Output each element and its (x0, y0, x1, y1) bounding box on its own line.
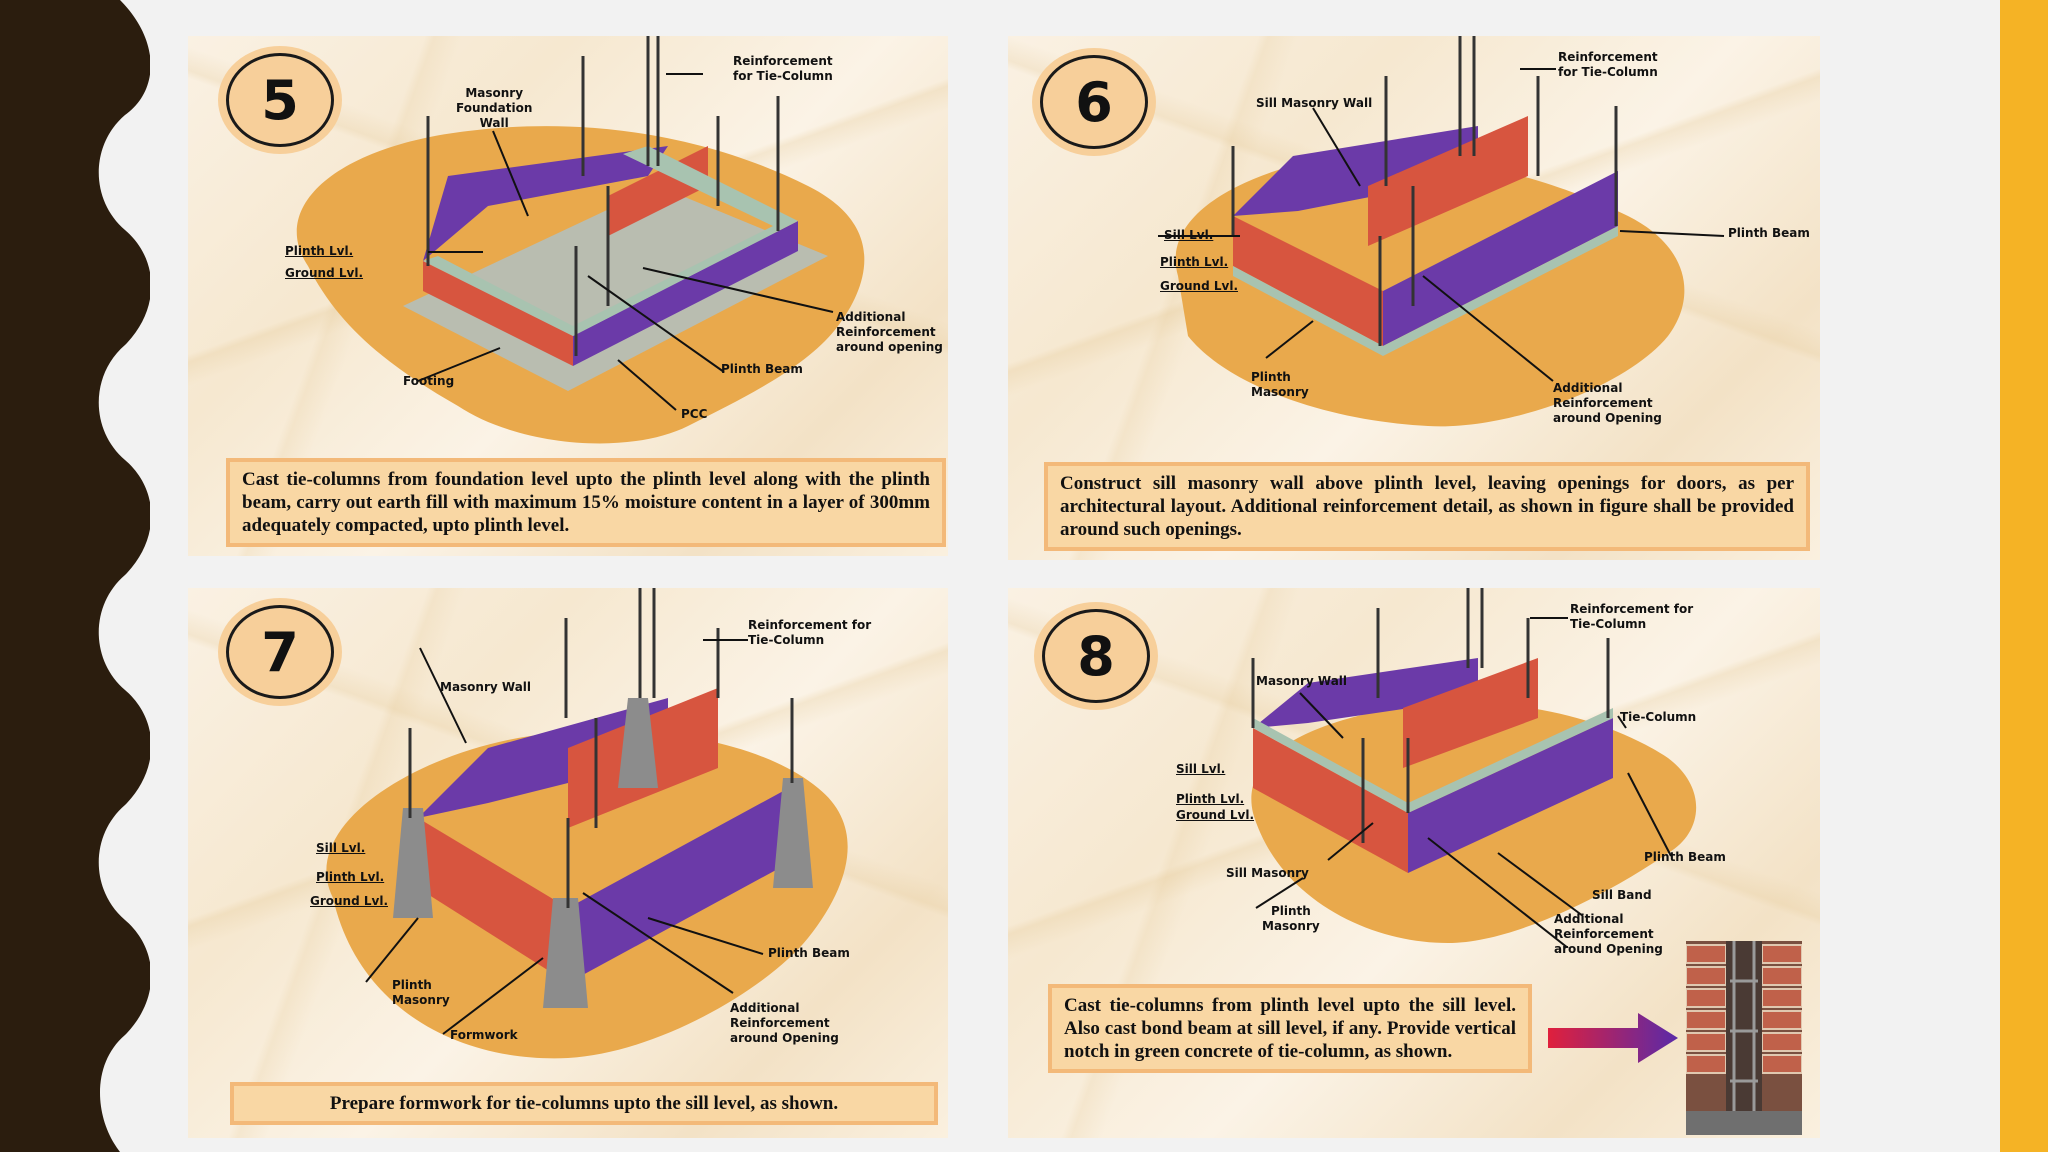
arrow-icon (1548, 1013, 1678, 1063)
callout-additional-reinforcement: Additional Reinforcement around opening (836, 310, 943, 354)
callout-plinth-beam: Plinth Beam (768, 946, 850, 960)
leader-lines (417, 73, 834, 411)
purple-wall-side (568, 783, 798, 983)
callout-tie-column: Tie-Column (1620, 710, 1697, 724)
purple-wall-side (1383, 171, 1618, 346)
tie-column-notch-photo (1686, 941, 1802, 1135)
formwork-props (393, 698, 813, 1008)
step-badge: 7 (218, 598, 342, 706)
foundation-illustration (296, 36, 865, 444)
callout-sill-level: Sill Lvl. (316, 841, 366, 855)
callout-plinth-beam: Plinth Beam (721, 362, 803, 376)
footing (403, 186, 828, 391)
purple-wall-back (1233, 126, 1478, 216)
purple-wall-side (1408, 718, 1613, 873)
purple-wall-back (1253, 658, 1478, 728)
step-badge: 8 (1034, 602, 1158, 710)
callout-plinth-level: Plinth Lvl. (316, 870, 385, 884)
step-number: 6 (1040, 55, 1148, 149)
callout-footing: Footing (403, 374, 455, 388)
sill-masonry-illustration (1158, 36, 1725, 427)
callout-additional-reinforcement: Additional Reinforcement around Opening (1554, 912, 1663, 956)
callout-formwork: Formwork (450, 1028, 518, 1042)
rebar-columns (1231, 36, 1618, 346)
callout-sill-masonry: Sill Masonry (1226, 866, 1309, 880)
callout-reinforcement-tie-column: Reinforcement for Tie-Column (1558, 50, 1658, 79)
brick-wall-front (1233, 216, 1383, 346)
brick-wall-front (418, 818, 568, 983)
callout-masonry-foundation-wall: Masonry Foundation Wall (456, 86, 533, 130)
step-panel-5: 5 Masonry Foundation Wall Reinforcement … (188, 36, 948, 556)
callout-reinforcement-tie-column: Reinforcement for Tie-Column (1570, 602, 1694, 631)
brick-wall-inner (1368, 116, 1528, 246)
brick-photo (1686, 941, 1802, 1135)
step-number: 8 (1042, 609, 1150, 703)
callout-plinth-masonry: Plinth Masonry (1251, 370, 1309, 399)
rebar-columns (1251, 588, 1610, 843)
rebar-columns (426, 36, 780, 356)
step-caption: Cast tie-columns from plinth level upto … (1048, 984, 1532, 1073)
callout-plinth-beam: Plinth Beam (1644, 850, 1726, 864)
callout-plinth-level: Plinth Lvl. (1160, 255, 1229, 269)
callout-additional-reinforcement: Additional Reinforcement around Opening (1553, 381, 1662, 425)
callout-reinforcement-tie-column: Reinforcement for Tie-Column (733, 54, 833, 83)
callout-ground-level: Ground Lvl. (1176, 808, 1255, 822)
callout-masonry-wall: Masonry Wall (1256, 674, 1348, 688)
plinth-beam (1233, 226, 1618, 356)
brick-wall-front (1253, 728, 1408, 873)
callout-sill-band: Sill Band (1592, 888, 1652, 902)
callout-ground-level: Ground Lvl. (285, 266, 364, 280)
right-accent-band (2000, 0, 2048, 1152)
step-panel-7: 7 Masonry Wall Reinforcement for (188, 588, 948, 1138)
step-number: 5 (226, 53, 334, 147)
callout-plinth-masonry: Plinth Masonry (1262, 904, 1320, 933)
step-badge: 6 (1032, 48, 1156, 156)
wavy-edge (0, 0, 150, 1152)
leader-lines (365, 639, 764, 1035)
sill-band (1253, 708, 1613, 813)
callout-sill-masonry-wall: Sill Masonry Wall (1256, 96, 1373, 110)
step-panel-6: 6 Sill Masonry Wall Reinforcement for Ti… (1008, 36, 1820, 560)
step-caption: Cast tie-columns from foundation level u… (226, 458, 946, 547)
step-caption: Prepare formwork for tie-columns upto th… (230, 1082, 938, 1125)
callout-plinth-beam: Plinth Beam (1728, 226, 1810, 240)
rebar-columns (408, 588, 794, 908)
purple-wall-back (418, 698, 668, 818)
step-panel-8: 8 Masonry Wall Reinforcement for Tie-Col… (1008, 588, 1820, 1138)
callout-pcc: PCC (681, 407, 708, 421)
tie-column-illustration (1251, 588, 1697, 948)
callout-sill-level: Sill Lvl. (1164, 228, 1214, 242)
brick-wall-front (423, 261, 573, 366)
purple-wall-back (423, 146, 668, 261)
purple-wall-side (573, 221, 798, 366)
step-caption: Construct sill masonry wall above plinth… (1044, 462, 1810, 551)
callout-ground-level: Ground Lvl. (1160, 279, 1239, 293)
callout-sill-level: Sill Lvl. (1176, 762, 1226, 776)
callout-additional-reinforcement: Additional Reinforcement around Opening (730, 1001, 839, 1045)
formwork-illustration (326, 588, 848, 1059)
callout-masonry-wall: Masonry Wall (440, 680, 532, 694)
brick-wall-inner (1403, 658, 1538, 768)
callout-ground-level: Ground Lvl. (310, 894, 389, 908)
leader-lines (1255, 617, 1672, 948)
leader-lines (1158, 68, 1725, 382)
step-badge: 5 (218, 46, 342, 154)
callout-reinforcement-tie-column: Reinforcement for Tie-Column (748, 618, 872, 647)
callout-plinth-level: Plinth Lvl. (285, 244, 354, 258)
callout-plinth-masonry: Plinth Masonry (392, 978, 450, 1007)
callout-plinth-level: Plinth Lvl. (1176, 792, 1245, 806)
step-number: 7 (226, 605, 334, 699)
ground-fill (326, 730, 848, 1059)
left-decorative-band (0, 0, 150, 1152)
